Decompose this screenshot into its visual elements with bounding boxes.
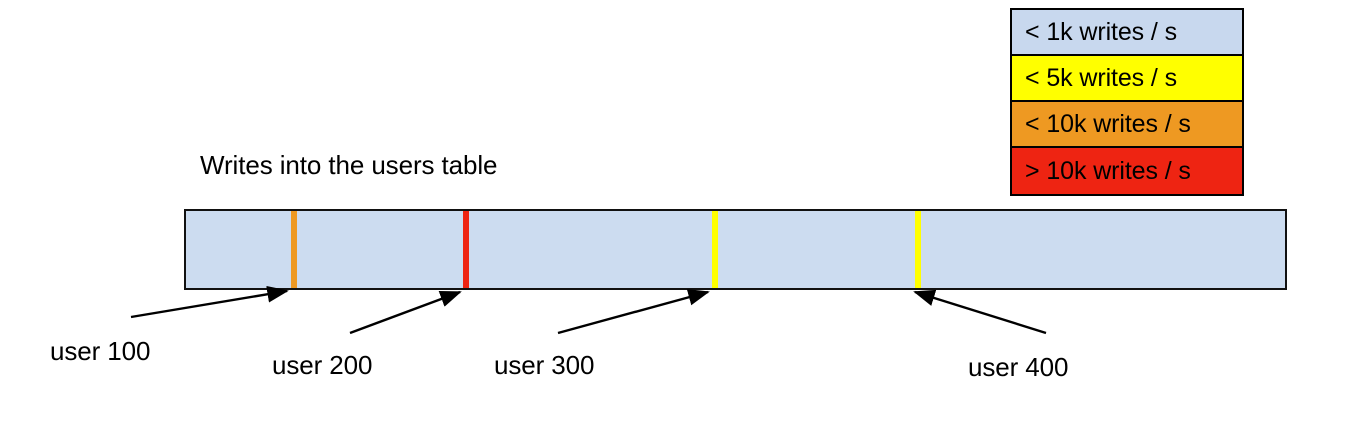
annotation-label-user-400: user 400 bbox=[968, 352, 1069, 382]
legend-row-3: > 10k writes / s bbox=[1012, 148, 1242, 194]
legend-label-1: < 5k writes / s bbox=[1025, 63, 1178, 92]
legend-row-1: < 5k writes / s bbox=[1012, 56, 1242, 102]
annotation-label-user-100: user 100 bbox=[50, 336, 151, 366]
marker-user-100 bbox=[290, 211, 297, 288]
annotation-label-user-200: user 200 bbox=[272, 350, 373, 380]
legend-row-0: < 1k writes / s bbox=[1012, 10, 1242, 56]
legend-row-2: < 10k writes / s bbox=[1012, 102, 1242, 148]
marker-user-200 bbox=[462, 211, 469, 288]
legend-label-0: < 1k writes / s bbox=[1025, 17, 1178, 46]
annotation-label-user-300: user 300 bbox=[494, 350, 595, 380]
users-table-bar bbox=[184, 209, 1287, 290]
legend: < 1k writes / s < 5k writes / s < 10k wr… bbox=[1010, 8, 1244, 196]
legend-label-3: > 10k writes / s bbox=[1025, 156, 1191, 185]
legend-label-2: < 10k writes / s bbox=[1025, 109, 1191, 138]
marker-user-400 bbox=[915, 211, 922, 288]
marker-user-300 bbox=[712, 211, 719, 288]
chart-title: Writes into the users table bbox=[200, 150, 498, 180]
